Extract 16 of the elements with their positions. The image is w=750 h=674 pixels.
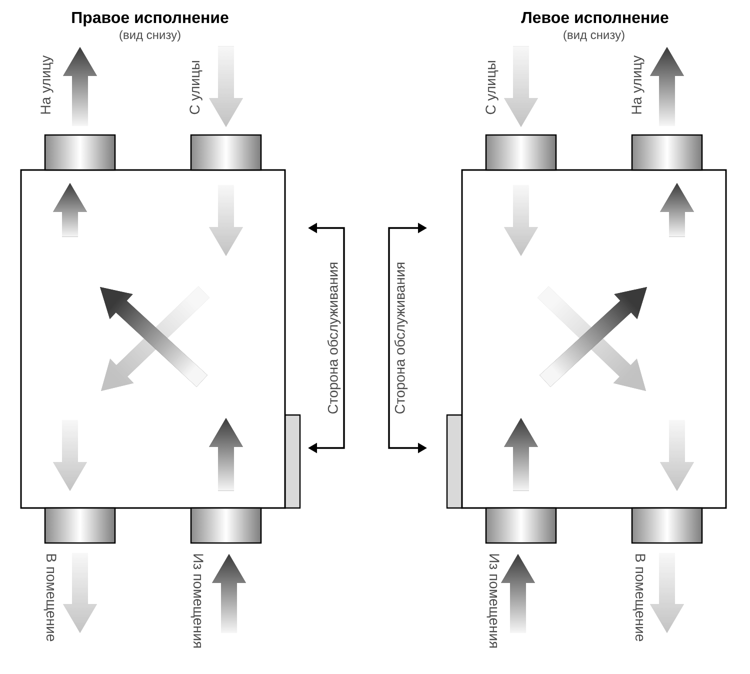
unit-housing xyxy=(461,169,727,509)
side-label: Сторона обслуживания xyxy=(327,262,341,414)
subheading: (вид снизу) xyxy=(564,30,624,42)
flow-label: С улицы xyxy=(190,61,202,114)
flow-label: На улицу xyxy=(40,55,54,114)
flow-label: С улицы xyxy=(486,61,498,114)
side-label: Сторона обслуживания xyxy=(394,262,408,414)
flow-label: В помещение xyxy=(632,554,646,642)
heading: Левое исполнение xyxy=(521,12,668,24)
flow-label: Из помещения xyxy=(486,554,500,648)
unit-housing xyxy=(20,169,286,509)
flow-label: На улицу xyxy=(632,55,644,114)
heading: Правое исполнение xyxy=(72,12,228,26)
flow-label: Из помещения xyxy=(190,554,204,648)
subheading: (вид снизу) xyxy=(120,30,180,42)
flow-label: В помещение xyxy=(44,554,56,642)
